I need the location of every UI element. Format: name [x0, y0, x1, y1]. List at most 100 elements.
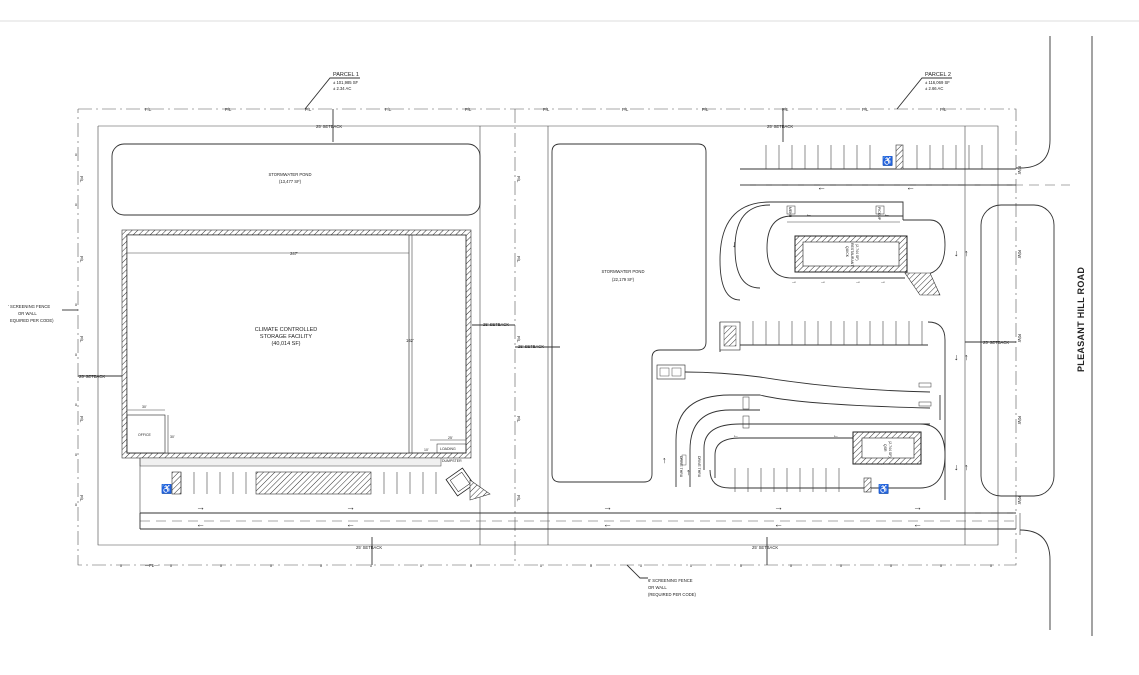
svg-text:x: x	[540, 563, 543, 568]
svg-text:x: x	[75, 202, 78, 207]
fence-callout-left: ' SCREENING FENCE OR WALL EQUIRED PER CO…	[8, 304, 78, 323]
svg-text:STORAGE FACILITY: STORAGE FACILITY	[260, 334, 312, 340]
svg-text:—FL—: —FL—	[145, 563, 159, 568]
setback-label: 25' SETBACK	[767, 124, 793, 129]
svg-text:R/W: R/W	[1017, 334, 1022, 342]
svg-text:' SCREENING FENCE: ' SCREENING FENCE	[8, 304, 50, 309]
stormwater-pond-2: STORMWATER POND (22,179 SF)	[551, 143, 707, 483]
svg-text:(40,014 SF): (40,014 SF)	[271, 341, 300, 347]
setback-label: 25' SETBACK	[518, 344, 544, 349]
svg-text:DRIVE THRU: DRIVE THRU	[697, 456, 701, 478]
svg-text:x: x	[75, 452, 78, 457]
svg-text:(REQUIRED PER CODE): (REQUIRED PER CODE)	[648, 592, 697, 597]
arrow-up-icon: ↑	[964, 352, 969, 362]
svg-text:± 116,069 SF: ± 116,069 SF	[925, 80, 950, 85]
svg-text:QSR: QSR	[883, 444, 887, 452]
arrow-up-icon: ↑	[662, 455, 667, 465]
svg-text:x: x	[120, 563, 123, 568]
svg-text:± 2.34 AC: ± 2.34 AC	[333, 86, 351, 91]
svg-text:± 2.66 AC: ± 2.66 AC	[925, 86, 943, 91]
svg-text:P/L: P/L	[622, 107, 629, 112]
arrow-up-icon: ↑	[964, 462, 969, 472]
svg-text:x: x	[640, 563, 643, 568]
svg-text:x: x	[75, 402, 78, 407]
middle-parking-row	[719, 321, 946, 500]
svg-text:x: x	[890, 563, 893, 568]
svg-text:OFFICE: OFFICE	[138, 433, 151, 437]
arrow-left-icon: ←	[603, 519, 612, 529]
svg-text:PICKUP: PICKUP	[877, 207, 881, 221]
arrow-left-icon: ←	[774, 519, 783, 529]
bottom-drive-aisle	[139, 512, 1016, 530]
accessible-parking-icon: ♿	[878, 483, 889, 494]
svg-text:CLIMATE CONTROLLED: CLIMATE CONTROLLED	[255, 327, 318, 333]
svg-text:DRIVE THRU: DRIVE THRU	[679, 456, 683, 478]
svg-text:P/L: P/L	[782, 107, 789, 112]
svg-text:OR WALL: OR WALL	[648, 585, 667, 590]
arrow-right-icon: →	[603, 502, 612, 512]
svg-text:PARCEL 2: PARCEL 2	[925, 72, 951, 78]
svg-text:EQUIRED PER CODE): EQUIRED PER CODE)	[10, 318, 54, 323]
svg-text:P/L: P/L	[702, 107, 709, 112]
svg-text:P/L: P/L	[145, 107, 152, 112]
svg-text:P/L: P/L	[79, 256, 84, 263]
arrow-right-icon: →	[346, 502, 355, 512]
arrow-left-icon: ←	[733, 433, 739, 439]
svg-text:P/L: P/L	[516, 256, 521, 263]
arrow-right-icon: →	[820, 279, 826, 285]
left-parking-stalls: ♿	[139, 458, 437, 513]
svg-text:(2,744 SF): (2,744 SF)	[888, 441, 892, 458]
arrow-down-icon: ↓	[954, 462, 959, 472]
svg-text:30': 30'	[142, 405, 147, 409]
svg-text:R/W: R/W	[1017, 496, 1022, 504]
svg-text:x: x	[170, 563, 173, 568]
svg-text:x: x	[75, 352, 78, 357]
svg-text:(13,477 SF): (13,477 SF)	[279, 179, 302, 184]
parcel-2-callout: PARCEL 2 ± 116,069 SF ± 2.66 AC	[896, 72, 952, 110]
svg-text:x: x	[75, 302, 78, 307]
setback-label: 25' SETBACK	[356, 545, 382, 550]
svg-text:x: x	[370, 563, 373, 568]
arrow-right-icon: →	[913, 502, 922, 512]
storage-width-dim: 247'	[290, 251, 298, 256]
svg-text:x: x	[940, 563, 943, 568]
svg-text:STORMWATER POND: STORMWATER POND	[602, 269, 645, 274]
arrow-down-icon: ↓	[954, 248, 959, 258]
arrow-right-icon: →	[774, 502, 783, 512]
right-landscape-median	[965, 184, 1070, 514]
svg-text:x: x	[220, 563, 223, 568]
svg-text:P/L: P/L	[516, 176, 521, 183]
svg-text:QUICK: QUICK	[845, 246, 849, 258]
svg-text:OR WALL: OR WALL	[18, 311, 37, 316]
arrow-left-icon: ←	[884, 212, 890, 218]
arrow-left-icon: ←	[906, 182, 915, 192]
arrow-left-icon: ←	[817, 182, 826, 192]
setback-label: 25' SETBACK	[752, 545, 778, 550]
svg-text:x: x	[840, 563, 843, 568]
arrow-right-icon: →	[880, 279, 886, 285]
arrow-right-icon: →	[855, 279, 861, 285]
svg-text:25': 25'	[448, 436, 453, 440]
svg-text:MENU: MENU	[788, 207, 792, 218]
svg-text:P/L: P/L	[225, 107, 232, 112]
setback-label: 25' SETBACK	[316, 124, 342, 129]
road-name: PLEASANT HILL ROAD	[1076, 267, 1086, 372]
svg-text:x: x	[420, 563, 423, 568]
svg-text:R/W: R/W	[1017, 166, 1022, 174]
svg-text:6' SCREENING FENCE: 6' SCREENING FENCE	[648, 578, 693, 583]
parcel-1-callout: PARCEL 1 ± 101,985 SF ± 2.34 AC	[304, 72, 360, 110]
svg-text:R/W: R/W	[1017, 250, 1022, 258]
svg-text:x: x	[320, 563, 323, 568]
svg-text:LOADING: LOADING	[440, 447, 456, 451]
svg-text:P/L: P/L	[516, 416, 521, 423]
svg-text:x: x	[790, 563, 793, 568]
arrow-left-icon: ←	[833, 433, 839, 439]
svg-text:RESTAURANT: RESTAURANT	[850, 243, 854, 267]
svg-text:PARCEL 1: PARCEL 1	[333, 72, 359, 78]
svg-text:30': 30'	[170, 435, 175, 439]
svg-text:R/W: R/W	[1017, 416, 1022, 424]
svg-text:x: x	[470, 563, 473, 568]
arrow-left-icon: ←	[806, 212, 812, 218]
svg-text:x: x	[270, 563, 273, 568]
